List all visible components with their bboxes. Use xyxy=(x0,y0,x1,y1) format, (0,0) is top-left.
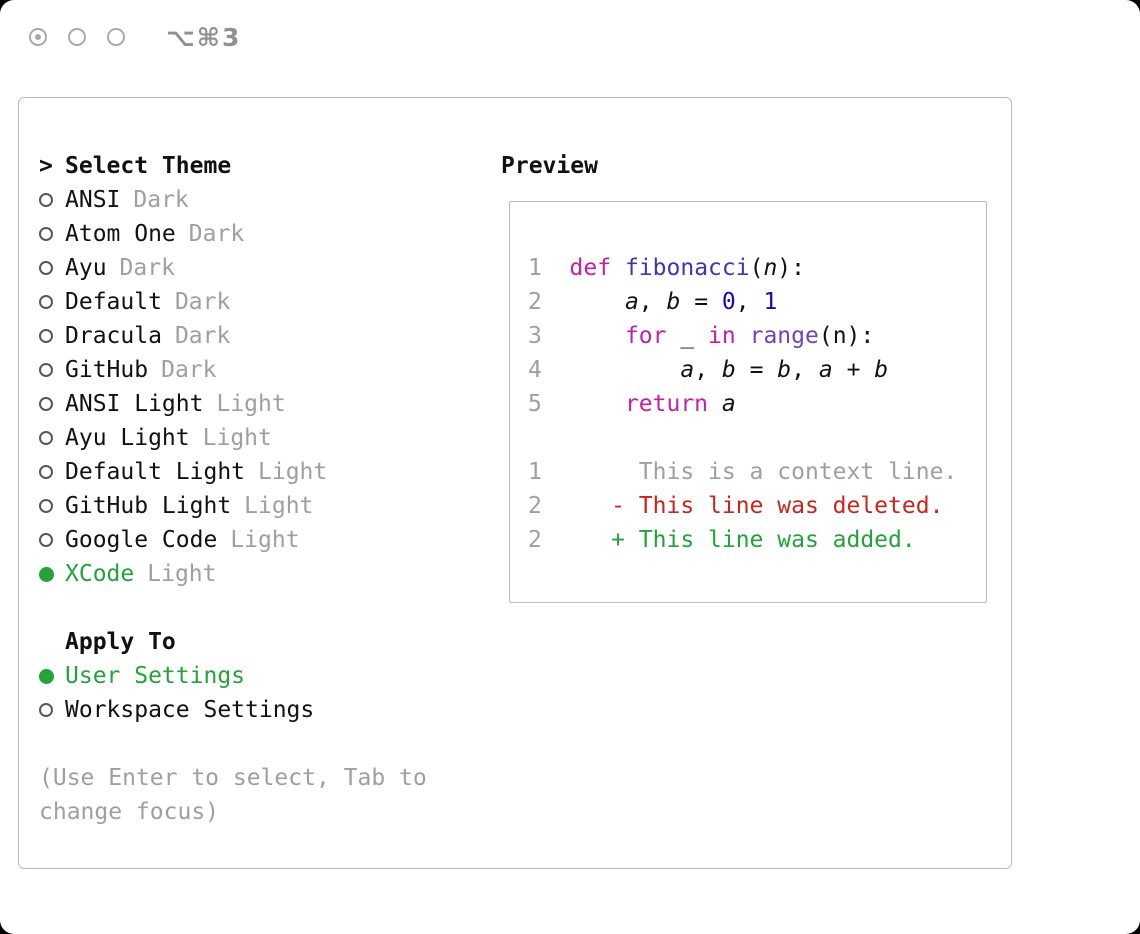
line-number: 2 xyxy=(528,527,570,553)
line-number: 3 xyxy=(528,323,570,349)
radio-icon xyxy=(39,329,65,343)
line-number: 1 xyxy=(528,459,570,485)
select-theme-title: Select Theme xyxy=(65,153,232,179)
radio-icon xyxy=(39,397,65,411)
theme-variant: Dark xyxy=(119,255,175,281)
spacer xyxy=(39,591,489,625)
preview-code: 1 def fibonacci(n): 2 a, b = 0, 1 3 for _ … xyxy=(510,202,986,557)
radio-icon xyxy=(39,261,65,275)
theme-name: Atom One xyxy=(65,221,176,247)
radio-icon xyxy=(39,703,65,717)
theme-variant: Dark xyxy=(188,221,245,247)
hint-line-2: change focus) xyxy=(39,799,220,825)
radio-icon xyxy=(39,295,65,309)
apply-option-label: User Settings xyxy=(65,663,246,689)
theme-name: GitHub Light xyxy=(65,493,232,519)
code-line: 5 return a xyxy=(528,391,736,417)
radio-icon xyxy=(39,533,65,547)
radio-selected-icon xyxy=(39,566,65,582)
line-number xyxy=(528,425,570,451)
hint-text: (Use Enter to select, Tab to change focu… xyxy=(39,761,489,829)
window-minimize-button[interactable] xyxy=(68,28,86,46)
theme-variant: Dark xyxy=(133,187,189,213)
code-line xyxy=(528,421,986,455)
hint-line-1: (Use Enter to select, Tab to xyxy=(39,765,427,791)
code-line: 2 a, b = 0, 1 xyxy=(528,289,778,315)
theme-variant: Light xyxy=(147,561,217,587)
select-theme-header: > Select Theme xyxy=(39,149,489,183)
theme-name: Google Code xyxy=(65,527,218,553)
theme-option-ansi-light[interactable]: ANSI Light Light xyxy=(39,387,489,421)
theme-variant: Dark xyxy=(174,323,231,349)
line-number: 4 xyxy=(528,357,570,383)
code-line: 4 a, b = b, a + b xyxy=(528,357,889,383)
theme-variant: Dark xyxy=(174,289,231,315)
theme-option-dracula[interactable]: Dracula Dark xyxy=(39,319,489,353)
radio-icon xyxy=(39,363,65,377)
apply-option-user-settings[interactable]: User Settings xyxy=(39,659,489,693)
prompt-icon: > xyxy=(39,153,53,179)
theme-option-ayu[interactable]: Ayu Dark xyxy=(39,251,489,285)
code-line: 1 This is a context line. xyxy=(528,459,958,485)
window-zoom-button[interactable] xyxy=(107,28,125,46)
code-line: 2 + This line was added. xyxy=(528,527,916,553)
theme-name: ANSI xyxy=(65,187,121,213)
theme-variant: Light xyxy=(202,425,272,451)
theme-name: Default Light xyxy=(65,459,246,485)
theme-option-default-light[interactable]: Default Light Light xyxy=(39,455,489,489)
line-number: 5 xyxy=(528,391,570,417)
line-number: 2 xyxy=(528,493,570,519)
theme-option-github[interactable]: GitHub Dark xyxy=(39,353,489,387)
preview-title: Preview xyxy=(501,153,598,179)
theme-variant: Dark xyxy=(161,357,217,383)
theme-name: Ayu Light xyxy=(65,425,190,451)
radio-icon xyxy=(39,431,65,445)
theme-variant: Light xyxy=(216,391,286,417)
theme-name: Dracula xyxy=(65,323,162,349)
titlebar: ⌥⌘3 xyxy=(0,0,1140,76)
radio-icon xyxy=(39,227,65,241)
code-line: 3 for _ in range(n): xyxy=(528,323,875,349)
apply-option-label: Workspace Settings xyxy=(65,697,315,723)
apply-to-header: Apply To xyxy=(39,625,489,659)
theme-name: Ayu xyxy=(65,255,107,281)
radio-icon xyxy=(39,465,65,479)
apply-option-workspace-settings[interactable]: Workspace Settings xyxy=(39,693,489,727)
theme-name: GitHub xyxy=(65,357,149,383)
theme-option-ansi[interactable]: ANSI Dark xyxy=(39,183,489,217)
radio-icon xyxy=(39,499,65,513)
theme-variant: Light xyxy=(258,459,328,485)
theme-name: Default xyxy=(65,289,162,315)
theme-option-ayu-light[interactable]: Ayu Light Light xyxy=(39,421,489,455)
line-number: 2 xyxy=(528,289,570,315)
code-line: 1 def fibonacci(n): xyxy=(528,255,805,281)
keyboard-shortcut-label: ⌥⌘3 xyxy=(166,23,242,52)
spacer xyxy=(39,727,489,761)
preview-pane: 1 def fibonacci(n): 2 a, b = 0, 1 3 for _ … xyxy=(509,201,987,603)
theme-name: XCode xyxy=(65,561,135,587)
theme-variant: Light xyxy=(244,493,314,519)
code-line: 2 - This line was deleted. xyxy=(528,493,944,519)
line-number: 1 xyxy=(528,255,570,281)
theme-option-google-code[interactable]: Google Code Light xyxy=(39,523,489,557)
theme-variant: Light xyxy=(230,527,300,553)
theme-option-atom-one[interactable]: Atom One Dark xyxy=(39,217,489,251)
theme-name: ANSI Light xyxy=(65,391,204,417)
window-close-button[interactable] xyxy=(29,28,47,46)
apply-to-title: Apply To xyxy=(65,629,176,655)
theme-option-github-light[interactable]: GitHub Light Light xyxy=(39,489,489,523)
theme-option-default[interactable]: Default Dark xyxy=(39,285,489,319)
radio-selected-icon xyxy=(39,668,65,684)
theme-option-xcode[interactable]: XCode Light xyxy=(39,557,489,591)
radio-icon xyxy=(39,193,65,207)
